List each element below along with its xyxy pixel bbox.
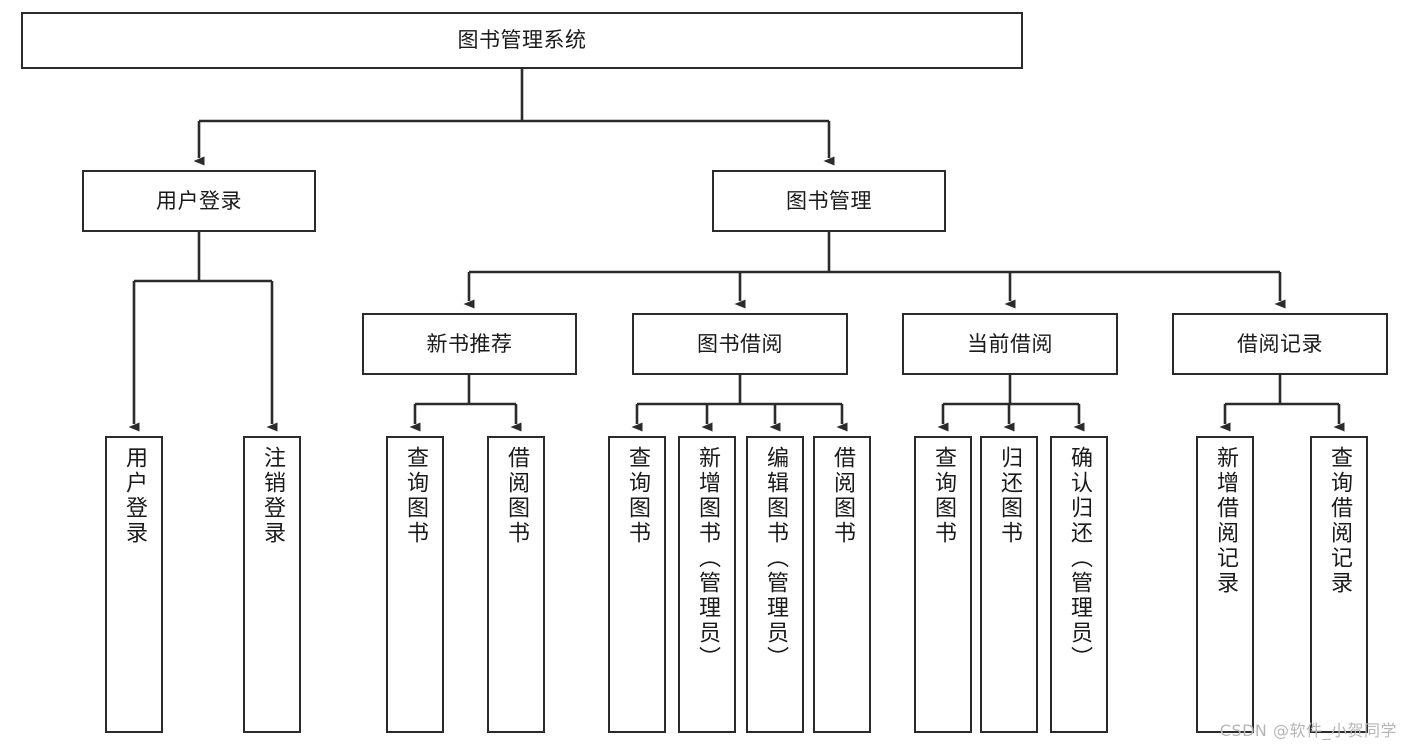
node-new-book-rec[interactable]: 新书推荐 [362, 313, 577, 375]
watermark-text: CSDN @软件_小贺同学 [1219, 721, 1397, 740]
node-leaf-confirm-return-label: 确认归还（管理员） [1067, 446, 1092, 671]
node-leaf-query-book-1[interactable]: 查询图书 [386, 436, 444, 733]
node-leaf-edit-book-label: 编辑图书（管理员） [763, 446, 788, 671]
node-current-borrow-label: 当前借阅 [967, 331, 1053, 356]
node-book-borrow-label: 图书借阅 [697, 331, 783, 356]
node-leaf-return-book[interactable]: 归还图书 [980, 436, 1038, 733]
node-leaf-user-logout[interactable]: 注销登录 [243, 436, 301, 733]
node-leaf-add-book-label: 新增图书（管理员） [695, 446, 720, 671]
node-leaf-add-record[interactable]: 新增借阅记录 [1196, 436, 1254, 733]
node-leaf-add-book[interactable]: 新增图书（管理员） [678, 436, 736, 733]
node-leaf-query-record-label: 查询借阅记录 [1327, 446, 1352, 596]
node-root[interactable]: 图书管理系统 [21, 12, 1023, 69]
node-leaf-query-book-3[interactable]: 查询图书 [914, 436, 972, 733]
node-leaf-query-book-3-label: 查询图书 [931, 446, 956, 546]
node-root-label: 图书管理系统 [457, 28, 587, 53]
node-user-login[interactable]: 用户登录 [82, 170, 316, 232]
node-leaf-edit-book[interactable]: 编辑图书（管理员） [746, 436, 804, 733]
node-leaf-borrow-book-2-label: 借阅图书 [830, 446, 855, 546]
node-leaf-query-book-2[interactable]: 查询图书 [608, 436, 666, 733]
node-borrow-record-label: 借阅记录 [1237, 331, 1323, 356]
node-leaf-user-login-label: 用户登录 [122, 446, 147, 546]
node-current-borrow[interactable]: 当前借阅 [902, 313, 1118, 375]
node-user-login-label: 用户登录 [156, 188, 242, 213]
node-leaf-query-book-1-label: 查询图书 [403, 446, 428, 546]
node-book-manage[interactable]: 图书管理 [712, 170, 946, 232]
node-borrow-record[interactable]: 借阅记录 [1172, 313, 1388, 375]
node-leaf-add-record-label: 新增借阅记录 [1213, 446, 1238, 596]
node-leaf-user-logout-label: 注销登录 [260, 446, 285, 546]
node-leaf-borrow-book-2[interactable]: 借阅图书 [813, 436, 871, 733]
node-new-book-rec-label: 新书推荐 [426, 331, 513, 356]
node-leaf-query-book-2-label: 查询图书 [625, 446, 650, 546]
node-leaf-borrow-book-1-label: 借阅图书 [504, 446, 529, 546]
node-leaf-query-record[interactable]: 查询借阅记录 [1310, 436, 1368, 733]
node-leaf-return-book-label: 归还图书 [997, 446, 1022, 546]
node-book-manage-label: 图书管理 [786, 188, 872, 213]
node-leaf-confirm-return[interactable]: 确认归还（管理员） [1050, 436, 1108, 733]
node-book-borrow[interactable]: 图书借阅 [632, 313, 848, 375]
node-leaf-borrow-book-1[interactable]: 借阅图书 [487, 436, 545, 733]
node-leaf-user-login[interactable]: 用户登录 [105, 436, 163, 733]
